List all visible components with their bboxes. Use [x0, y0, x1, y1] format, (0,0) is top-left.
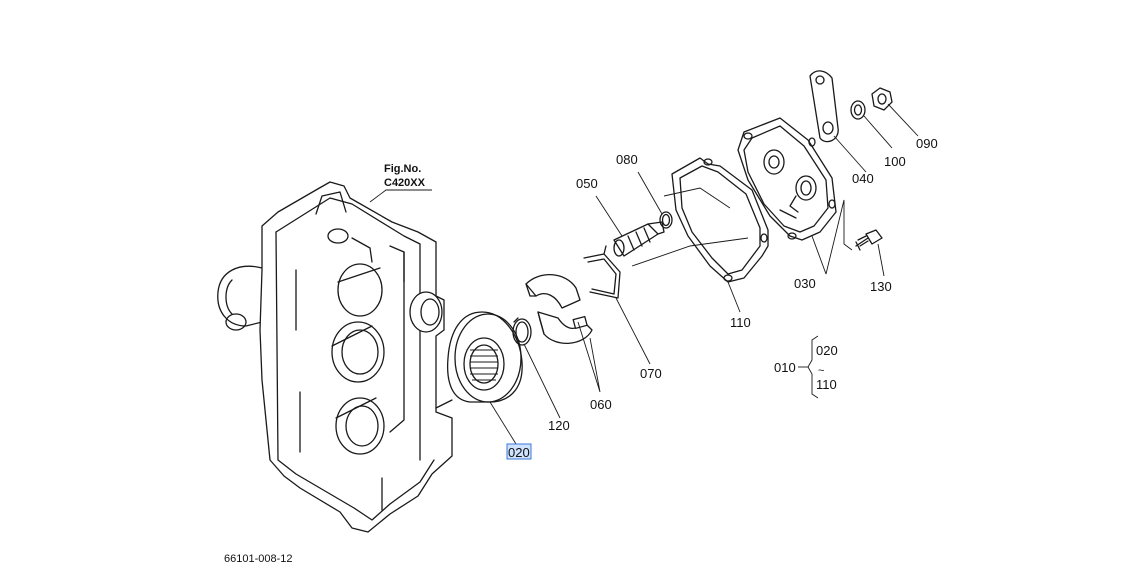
assembly-group-note: 010 020 ~ 110 [774, 335, 838, 399]
gear-case-housing [217, 181, 453, 533]
part-070-bent-rod[interactable] [583, 245, 621, 299]
callout-120[interactable]: 120 [548, 418, 570, 433]
figure-reference: Fig.No. C420XX [384, 163, 426, 189]
callout-080[interactable]: 080 [616, 152, 638, 167]
callout-110[interactable]: 110 [730, 315, 751, 330]
leader-lines [369, 103, 919, 445]
part-080-o-ring[interactable] [659, 211, 673, 229]
part-050-stud-pin[interactable] [613, 221, 665, 257]
part-090-nut[interactable] [871, 87, 893, 111]
callout-130[interactable]: 130 [870, 279, 892, 294]
part-120-snap-ring[interactable] [512, 317, 532, 346]
callout-040[interactable]: 040 [852, 171, 874, 186]
part-100-washer[interactable] [850, 100, 866, 120]
assembly-last-label[interactable]: 110 [816, 377, 837, 392]
callout-090[interactable]: 090 [916, 136, 938, 151]
assembly-parent-label[interactable]: 010 [774, 360, 796, 375]
callout-030[interactable]: 030 [794, 276, 816, 291]
callout-060[interactable]: 060 [590, 397, 612, 412]
part-130-bolt[interactable] [855, 229, 883, 251]
callout-020[interactable]: 020 [508, 445, 530, 460]
part-020-drive-disc[interactable] [446, 311, 523, 403]
part-060-shoe-halves[interactable] [525, 273, 593, 345]
part-110-gasket[interactable] [671, 157, 769, 283]
part-030-cover[interactable] [737, 117, 837, 241]
fig-no-label: Fig.No. [384, 163, 421, 175]
selected-callout-highlight [506, 443, 532, 460]
callout-050[interactable]: 050 [576, 176, 598, 191]
fig-no-value: C420XX [384, 177, 426, 189]
callout-labels: 020 120 060 070 050 080 110 030 040 100 … [506, 136, 938, 460]
assembly-range-tilde: ~ [818, 365, 824, 377]
callout-100[interactable]: 100 [884, 154, 906, 169]
part-040-lever-arm[interactable] [809, 70, 839, 143]
assembly-first-label[interactable]: 020 [816, 343, 838, 358]
drawing-number: 66101-008-12 [224, 553, 293, 565]
callout-070[interactable]: 070 [640, 366, 662, 381]
